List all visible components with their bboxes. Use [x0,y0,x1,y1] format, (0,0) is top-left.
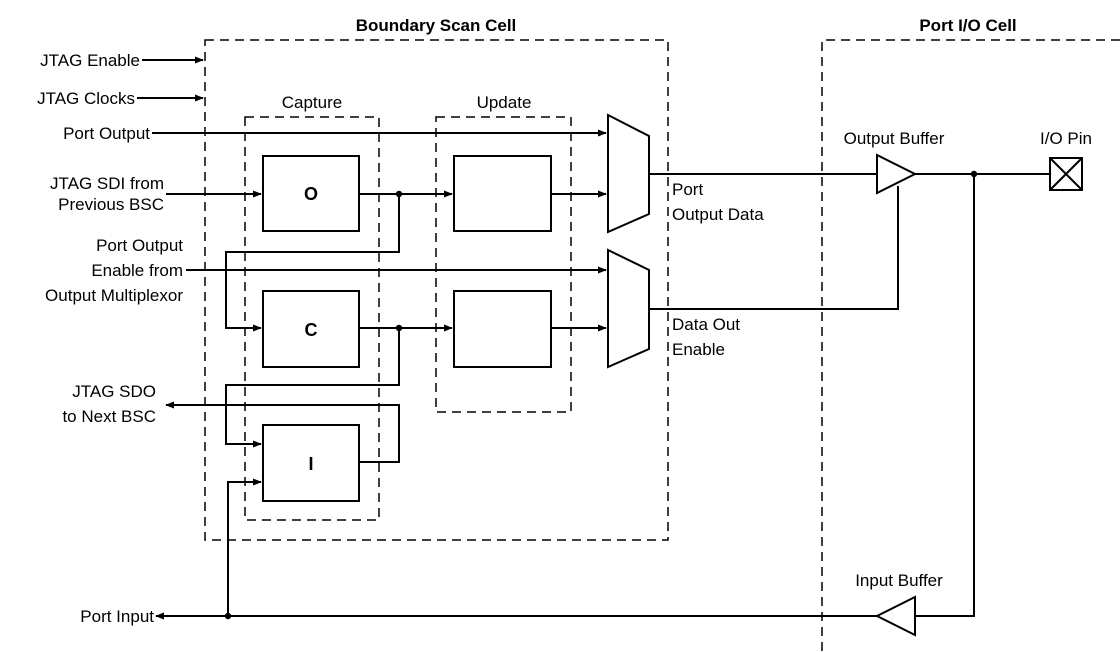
port-io-cell-region [821,39,1120,652]
scan-c-to-i-wire [225,328,400,448]
input-buffer [874,595,916,637]
pin-to-input-buffer-wire [915,174,975,617]
capture-i-block [262,424,360,502]
capture-region [244,116,380,521]
jtag-clocks-label: JTAG Clocks [37,89,135,108]
data-out-enable-wire [649,186,899,310]
data-out-enable-label-1: Data Out [672,315,740,334]
jtag-sdo-wire [165,401,400,463]
io-pin-icon [1049,157,1083,191]
port-output-data-label-2: Output Data [672,205,764,224]
port-output-label: Port Output [63,124,150,143]
capture-o-label: O [304,184,318,204]
jtag-enable-label: JTAG Enable [40,51,140,70]
update-region [435,116,572,413]
jtag-sdi-label-2: Previous BSC [58,195,164,214]
update-title: Update [477,93,532,112]
output-buffer-label: Output Buffer [844,129,945,148]
capture-c-label: C [305,320,318,340]
capture-i-label: I [308,454,313,474]
port-io-cell-title: Port I/O Cell [919,16,1016,35]
boundary-scan-cell-title: Boundary Scan Cell [356,16,517,35]
port-output-enable-label-3: Output Multiplexor [45,286,183,305]
output-buffer [876,153,918,195]
jtag-sdo-label-1: JTAG SDO [72,382,156,401]
boundary-scan-cell-region [204,39,669,541]
capture-o-block [262,155,360,232]
capture-c-block [262,290,360,368]
port-output-enable-label-1: Port Output [96,236,183,255]
port-output-enable-label-2: Enable from [91,261,183,280]
output-data-mux [607,113,650,234]
data-out-enable-label-2: Enable [672,340,725,359]
update-c-block [453,290,552,368]
scan-o-to-c-wire [225,194,400,332]
jtag-sdi-label-1: JTAG SDI from [50,174,164,193]
port-input-capture-wire [227,478,262,616]
input-buffer-label: Input Buffer [855,571,943,590]
port-output-data-label-1: Port [672,180,703,199]
port-input-label: Port Input [80,607,154,626]
update-o-block [453,155,552,232]
capture-title: Capture [282,93,342,112]
jtag-sdo-label-2: to Next BSC [62,407,156,426]
junction-input [224,612,232,620]
output-enable-mux [607,248,650,369]
io-pin-label: I/O Pin [1040,129,1092,148]
